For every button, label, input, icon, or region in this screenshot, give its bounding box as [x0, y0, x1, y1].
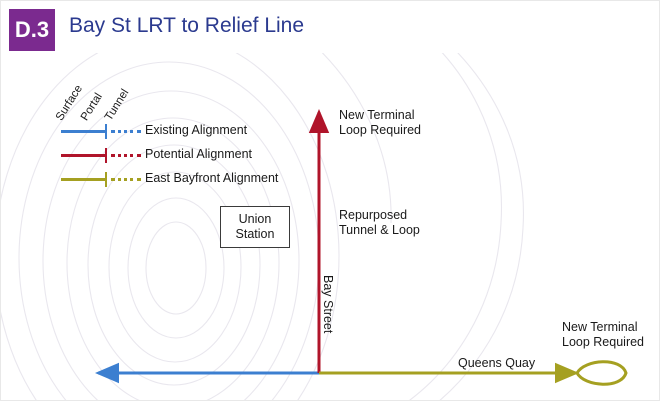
queens-quay-label: Queens Quay [458, 356, 536, 370]
legend-swatch-dotted-potential [111, 154, 141, 157]
legend-swatch-solid-potential [61, 154, 105, 157]
annotation-new-terminal-loop-east: New Terminal Loop Required [562, 320, 644, 350]
legend-portal-tick-potential [105, 148, 107, 163]
annotation-new-terminal-loop-north: New Terminal Loop Required [339, 108, 421, 138]
panel-badge: D.3 [9, 9, 55, 51]
union-station-line1: Union [238, 212, 272, 226]
annotation-repurposed-tunnel-loop-line1: Repurposed [339, 208, 408, 222]
annotation-repurposed-tunnel-loop: Repurposed Tunnel & Loop [339, 208, 420, 238]
legend-label-existing: Existing Alignment [145, 123, 248, 137]
annotation-repurposed-tunnel-loop-line2: Tunnel & Loop [339, 223, 420, 237]
legend-swatch-solid-existing [61, 130, 105, 133]
legend: Existing Alignment Potential Alignment E… [61, 121, 311, 193]
legend-label-potential: Potential Alignment [145, 147, 253, 161]
annotation-new-terminal-loop-north-line2: Loop Required [339, 123, 422, 137]
legend-swatch-dotted-east-bayfront [111, 178, 141, 181]
legend-portal-tick-existing [105, 124, 107, 139]
legend-label-east-bayfront: East Bayfront Alignment [145, 171, 279, 185]
legend-item-existing: Existing Alignment [61, 121, 311, 145]
annotation-new-terminal-loop-north-line1: New Terminal [339, 108, 415, 122]
bay-street-label: Bay Street [321, 275, 335, 334]
page-title: Bay St LRT to Relief Line [69, 14, 305, 37]
legend-swatch-solid-east-bayfront [61, 178, 105, 181]
legend-portal-tick-east-bayfront [105, 172, 107, 187]
union-station-line2: Station [235, 227, 275, 241]
union-station-box: Union Station [220, 206, 290, 248]
background-swirl-decoration [1, 53, 524, 400]
legend-swatch-dotted-existing [111, 130, 141, 133]
legend-item-east-bayfront: East Bayfront Alignment [61, 169, 311, 193]
legend-item-potential: Potential Alignment [61, 145, 311, 169]
annotation-new-terminal-loop-east-line1: New Terminal [562, 320, 638, 334]
annotation-new-terminal-loop-east-line2: Loop Required [562, 335, 645, 349]
